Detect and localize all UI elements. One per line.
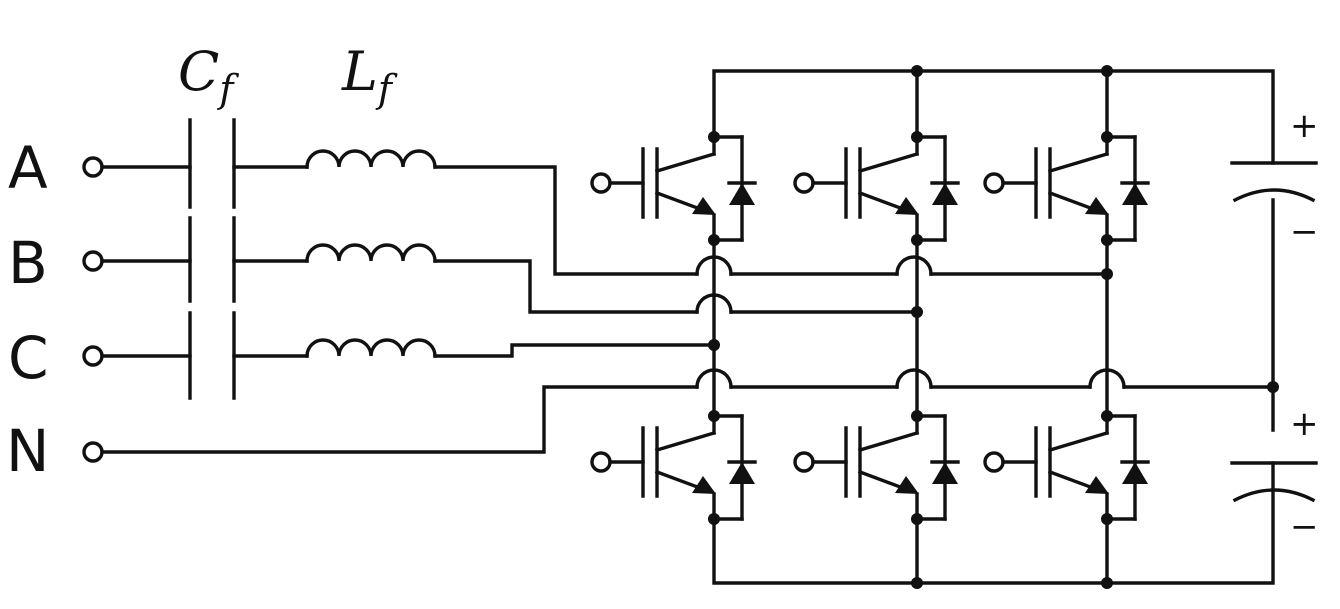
input-terminals: [82, 156, 104, 463]
inductor-label: Lf: [341, 40, 398, 111]
inductor-b: [305, 243, 437, 263]
terminal-label-a: A: [8, 134, 48, 202]
upper-cap-plus: +: [1290, 106, 1319, 146]
filter-capacitors: [188, 118, 236, 400]
terminal-label-c: C: [8, 324, 49, 392]
upper-cap-minus: −: [1290, 212, 1319, 252]
junction-dots: [708, 65, 1279, 589]
dc-link-capacitor-lower: [1230, 461, 1318, 503]
terminal-c[interactable]: [82, 345, 104, 367]
phase-b-line: [100, 243, 919, 314]
igbt-lower-2: [793, 414, 960, 521]
inductor-c: [305, 338, 437, 358]
phase-c-line: [100, 338, 716, 358]
phase-a-line: [100, 149, 1109, 276]
bridge-legs: [712, 69, 1109, 585]
lower-cap-minus: −: [1290, 507, 1319, 547]
capacitor-label: Cf: [178, 40, 239, 111]
terminal-n[interactable]: [82, 441, 104, 463]
igbt-lower-1: [590, 414, 757, 521]
dc-rails: [712, 69, 1275, 585]
terminal-label-b: B: [8, 229, 48, 297]
terminal-a[interactable]: [82, 156, 104, 178]
igbt-upper-2: [793, 135, 960, 242]
igbt-upper-1: [590, 135, 757, 242]
igbt-lower-3: [983, 414, 1150, 521]
lower-cap-plus: +: [1290, 404, 1319, 444]
igbt-upper-3: [983, 135, 1150, 242]
terminal-b[interactable]: [82, 250, 104, 272]
terminal-label-n: N: [6, 417, 49, 485]
dc-link-capacitor-upper: [1230, 161, 1318, 203]
inductor-a: [305, 149, 437, 169]
